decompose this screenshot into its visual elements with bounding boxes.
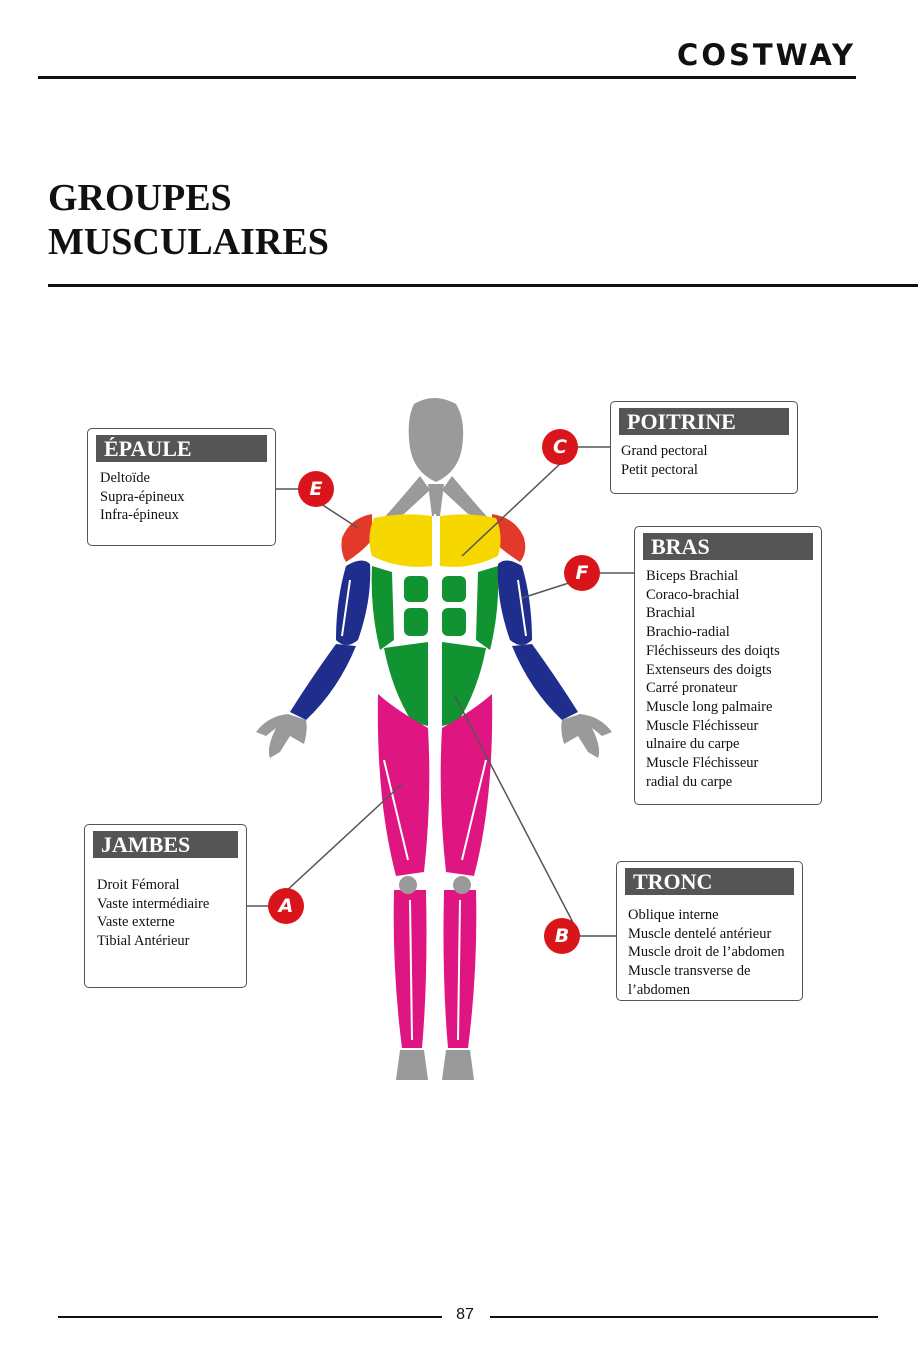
deltoid-left <box>342 514 373 562</box>
list-item: Grand pectoral <box>621 442 793 461</box>
poitrine-title: POITRINE <box>619 408 789 435</box>
neck-right <box>442 476 490 520</box>
list-item: Oblique interne <box>628 906 798 925</box>
bras-list: Biceps Brachial Coraco-brachial Brachial… <box>646 567 817 791</box>
list-item: Muscle Fléchisseur <box>646 717 817 736</box>
head-neck <box>382 398 490 520</box>
list-item: Droit Fémoral <box>97 876 242 895</box>
list-item: Vaste intermédiaire <box>97 895 242 914</box>
pectoral-left <box>369 514 432 566</box>
list-item: radial du carpe <box>646 773 817 792</box>
bras-title: BRAS <box>643 533 813 560</box>
list-item: Petit pectoral <box>621 461 793 480</box>
epaule-box: ÉPAULE Deltoïde Supra-épineux Infra-épin… <box>87 428 276 546</box>
list-item: Supra-épineux <box>100 488 271 507</box>
serratus-left <box>372 566 394 650</box>
abs-r1 <box>442 576 466 602</box>
poitrine-list: Grand pectoral Petit pectoral <box>621 442 793 479</box>
abs-l2 <box>404 608 428 636</box>
list-item: ulnaire du carpe <box>646 735 817 754</box>
marker-a: A <box>268 888 304 924</box>
tronc-list: Oblique interne Muscle dentelé antérieur… <box>628 906 798 1000</box>
pectoral-right <box>440 514 501 566</box>
epaule-list: Deltoïde Supra-épineux Infra-épineux <box>100 469 271 525</box>
epaule-title: ÉPAULE <box>96 435 267 462</box>
abs-r2 <box>442 608 466 636</box>
knee-left <box>399 876 417 894</box>
marker-f: F <box>564 555 600 591</box>
leader-a <box>247 784 402 906</box>
list-item: Tibial Antérieur <box>97 932 242 951</box>
muscle-separation-lines <box>342 514 526 1040</box>
leg-muscles <box>378 694 492 1048</box>
marker-b: B <box>544 918 580 954</box>
jambes-title: JAMBES <box>93 831 238 858</box>
jambes-box: JAMBES Droit Fémoral Vaste intermédiaire… <box>84 824 247 988</box>
knee-right <box>453 876 471 894</box>
list-item: Fléchisseurs des doiqts <box>646 642 817 661</box>
list-item: Brachio-radial <box>646 623 817 642</box>
marker-e: E <box>298 471 334 507</box>
head <box>409 398 463 482</box>
poitrine-box: POITRINE Grand pectoral Petit pectoral <box>610 401 798 494</box>
list-item: Coraco-brachial <box>646 586 817 605</box>
neck-center <box>428 484 444 516</box>
hand-left <box>256 714 307 758</box>
abs-l1 <box>404 576 428 602</box>
foot-left <box>396 1050 428 1080</box>
list-item: Brachial <box>646 604 817 623</box>
list-item: Vaste externe <box>97 913 242 932</box>
neck-left <box>382 476 430 520</box>
footer-rule-right <box>490 1316 878 1318</box>
tronc-box: TRONC Oblique interne Muscle dentelé ant… <box>616 861 803 1001</box>
bras-box: BRAS Biceps Brachial Coraco-brachial Bra… <box>634 526 822 805</box>
list-item: l’abdomen <box>628 981 798 1000</box>
jambes-list: Droit Fémoral Vaste intermédiaire Vaste … <box>97 876 242 951</box>
list-item: Muscle long palmaire <box>646 698 817 717</box>
marker-c: C <box>542 429 578 465</box>
list-item: Muscle dentelé antérieur <box>628 925 798 944</box>
upper-arm-left <box>336 560 370 645</box>
list-item: Biceps Brachial <box>646 567 817 586</box>
list-item: Deltoïde <box>100 469 271 488</box>
list-item: Extenseurs des doigts <box>646 661 817 680</box>
page-number: 87 <box>440 1306 490 1324</box>
list-item: Carré pronateur <box>646 679 817 698</box>
list-item: Infra-épineux <box>100 506 271 525</box>
list-item: Muscle Fléchisseur <box>646 754 817 773</box>
upper-arm-right <box>498 560 532 645</box>
forearm-left <box>290 644 356 720</box>
forearm-right <box>512 644 578 720</box>
footer-rule-left <box>58 1316 442 1318</box>
list-item: Muscle transverse de <box>628 962 798 981</box>
foot-right <box>442 1050 474 1080</box>
serratus-right <box>476 566 498 650</box>
hand-right <box>561 714 612 758</box>
tronc-title: TRONC <box>625 868 794 895</box>
list-item: Muscle droit de l’abdomen <box>628 943 798 962</box>
